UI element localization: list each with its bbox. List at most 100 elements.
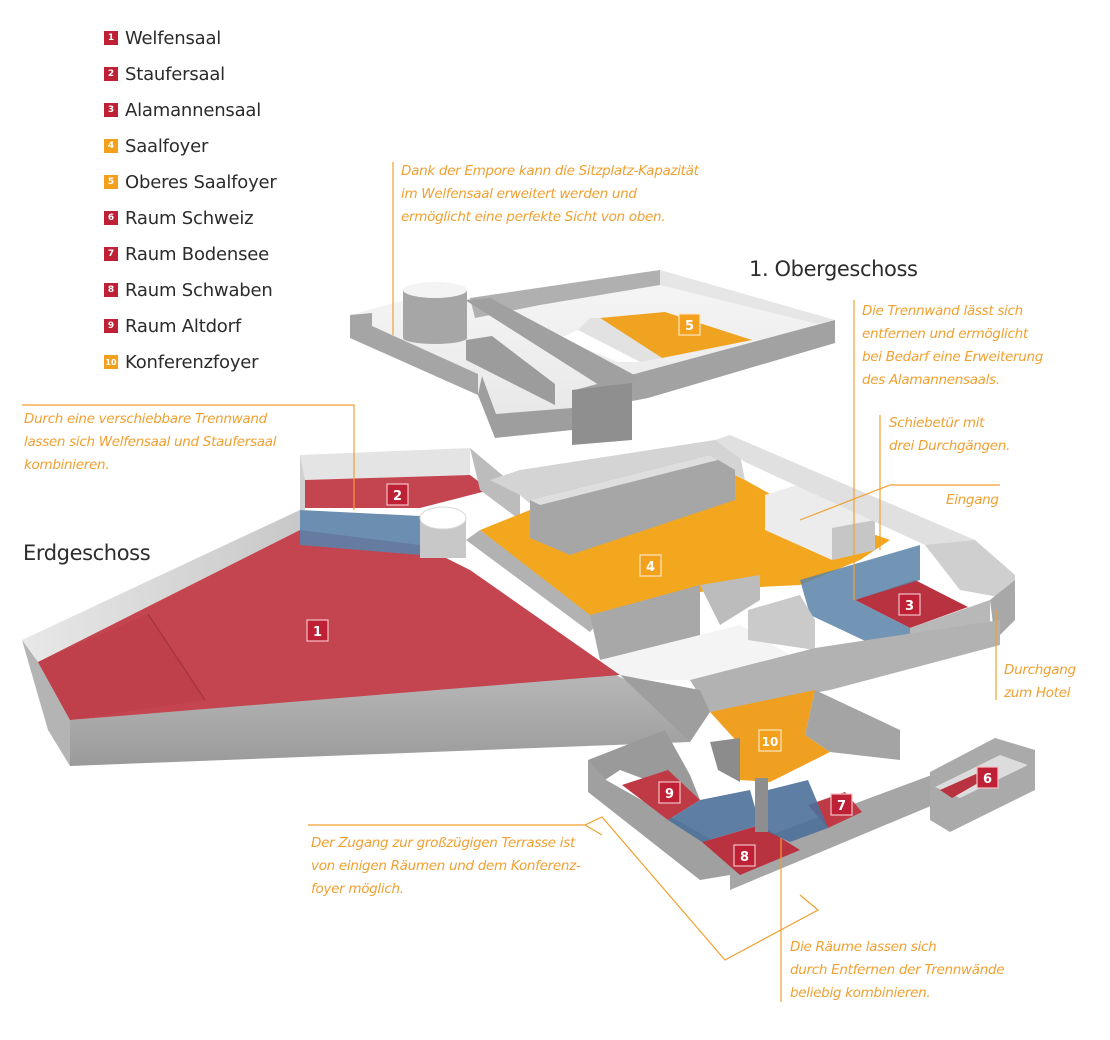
ground-wall [690, 620, 1000, 712]
ground-wall [466, 530, 600, 632]
annotation-line: Eingang [946, 492, 999, 508]
room-marker-8[interactable]: 8 [733, 844, 756, 867]
ground-wall [470, 448, 520, 520]
foyer-box-top [530, 455, 718, 505]
upper-floor-model [350, 270, 835, 445]
conference-block-wall [730, 770, 945, 890]
leader-terrasse [308, 816, 820, 961]
upper-cylinder-base [403, 332, 467, 344]
corridor-floor [600, 625, 790, 680]
annotation-line: ermöglicht eine perfekte Sicht von oben. [401, 209, 666, 225]
annotation-line: im Welfensaal erweitert werden und [401, 186, 637, 202]
room-marker-7[interactable]: 7 [830, 793, 853, 816]
room-marker-10[interactable]: 10 [758, 729, 782, 752]
partition-schwaben-bodensee [768, 780, 828, 842]
annotation-schiebetuer: Schiebetür mit drei Durchgängen. [889, 412, 1010, 458]
room-marker-4[interactable]: 4 [639, 554, 662, 577]
annotation-trennwand-welfen: Durch eine verschiebbare Trennwand lasse… [24, 408, 276, 477]
annotation-line: bei Bedarf eine Erweiterung [862, 349, 1044, 365]
room-marker-label: 10 [762, 735, 779, 749]
room-marker-label: 6 [983, 772, 992, 787]
ground-wall [925, 540, 1015, 600]
legend-badge: 10 [104, 355, 118, 369]
annotation-leader-lines [22, 162, 1000, 1002]
ground-wall [22, 510, 300, 662]
stage-edge [147, 613, 206, 701]
partition-welfen-staufer [300, 510, 420, 555]
legend-label: Raum Altdorf [125, 315, 241, 337]
ground-wall [715, 435, 975, 560]
welfensaal-stage [38, 614, 205, 720]
annotation-line: Der Zugang zur großzügigen Terrasse ist [311, 835, 575, 851]
annotation-line: Die Räume lassen sich [790, 939, 937, 955]
ground-wall [748, 595, 815, 650]
room-marker-label: 8 [740, 850, 749, 865]
legend-badge: 7 [104, 247, 118, 261]
room-marker-label: 2 [393, 489, 402, 504]
ground-wall [490, 440, 745, 508]
ground-floor-model [22, 435, 1035, 890]
room-marker-label: 5 [685, 319, 694, 334]
legend-badge: 1 [104, 31, 118, 45]
ground-wall [590, 585, 700, 660]
upper-wall [478, 376, 572, 438]
room-marker-1[interactable]: 1 [306, 619, 329, 642]
legend-label: Saalfoyer [125, 135, 209, 157]
room-marker-5[interactable]: 5 [678, 313, 701, 336]
annotation-line: foyer möglich. [311, 881, 404, 897]
room-marker-6[interactable]: 6 [976, 766, 999, 789]
upper-foyer-floor [600, 312, 752, 358]
legend-badge: 5 [104, 175, 118, 189]
room-marker-3[interactable]: 3 [898, 593, 921, 616]
annotation-line: Schiebetür mit [889, 415, 985, 431]
room-marker-9[interactable]: 9 [658, 781, 681, 804]
upper-inner-wall [578, 318, 662, 362]
upper-wall [350, 313, 478, 395]
annotation-line: beliebig kombinieren. [790, 985, 931, 1001]
ground-wall [620, 675, 710, 742]
legend-label: Raum Schwaben [125, 279, 273, 301]
legend-item: 5 Oberes Saalfoyer [104, 164, 277, 200]
room-markers: 1 2 3 4 5 6 7 8 9 10 [306, 313, 999, 867]
legend-label: Konferenzfoyer [125, 351, 259, 373]
ground-cylinder-top [419, 506, 467, 530]
legend-badge: 9 [104, 319, 118, 333]
annotation-line: zum Hotel [1004, 685, 1071, 701]
leader-eingang [799, 484, 1000, 521]
annotation-line: Durch eine verschiebbare Trennwand [24, 411, 267, 427]
floor-title-upper: 1. Obergeschoss [749, 257, 918, 281]
annotation-line: von einigen Räumen und dem Konferenz- [311, 858, 581, 874]
center-pillar [755, 778, 768, 832]
room-marker-2[interactable]: 2 [386, 483, 409, 506]
annotation-raeume: Die Räume lassen sich durch Entfernen de… [790, 936, 1005, 1005]
annotation-hotel: Durchgang zum Hotel [1004, 659, 1076, 705]
leader-trennwand-welfen [22, 404, 355, 510]
partition-alamannen [800, 545, 920, 662]
room-marker-label: 9 [665, 787, 674, 802]
upper-wall [575, 320, 835, 412]
annotation-line: lassen sich Welfensaal und Staufersaal [24, 434, 277, 450]
legend-label: Raum Bodensee [125, 243, 270, 265]
annotation-line: durch Entfernen der Trennwände [790, 962, 1005, 978]
floor-title-ground: Erdgeschoss [23, 541, 151, 565]
annotation-line: Die Trennwand lässt sich [862, 303, 1023, 319]
legend-badge: 2 [104, 67, 118, 81]
legend-item: 1 Welfensaal [104, 20, 277, 56]
legend-label: Oberes Saalfoyer [125, 171, 277, 193]
legend-badge: 3 [104, 103, 118, 117]
ground-wall [300, 455, 305, 510]
foyer-box [530, 455, 735, 555]
legend-item: 9 Raum Altdorf [104, 308, 277, 344]
upper-void [560, 330, 640, 362]
legend-label: Welfensaal [125, 27, 222, 49]
leader-terrasse-b [584, 824, 603, 836]
legend-item: 10 Konferenzfoyer [104, 344, 277, 380]
annotation-line: Dank der Empore kann die Sitzplatz-Kapaz… [401, 163, 699, 179]
